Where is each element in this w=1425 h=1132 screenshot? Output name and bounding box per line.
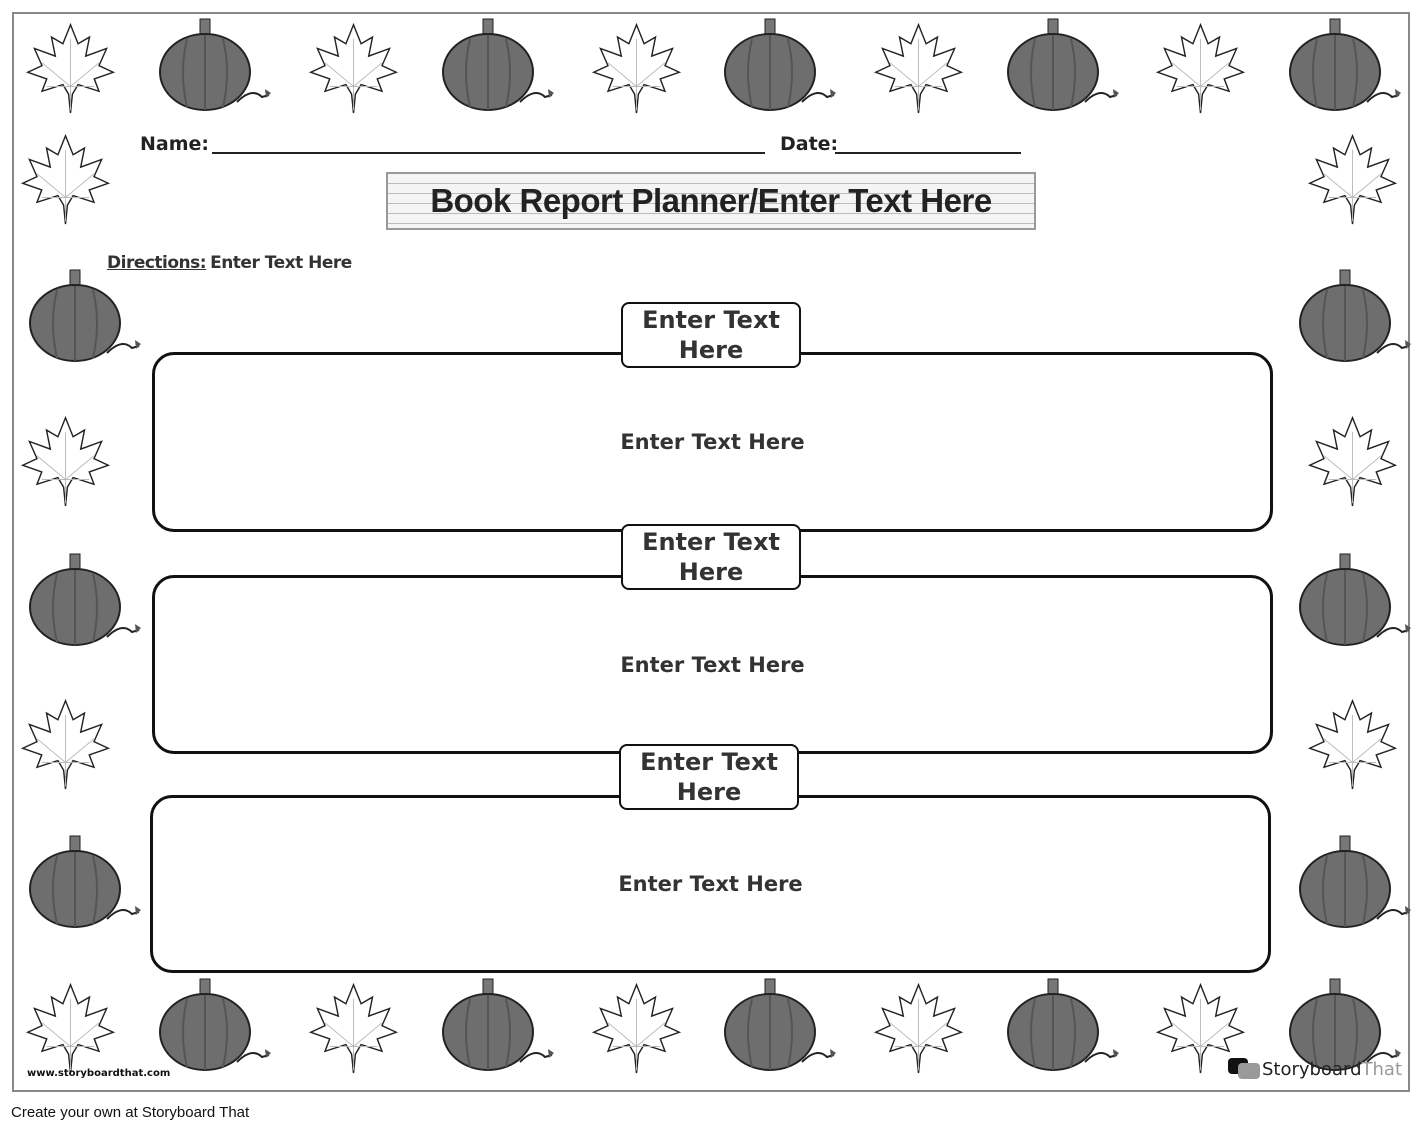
pumpkin-icon bbox=[1287, 17, 1407, 121]
maple-leaf-icon bbox=[18, 696, 113, 795]
section-3-heading[interactable]: Enter Text Here bbox=[619, 744, 799, 810]
maple-leaf-icon bbox=[871, 20, 966, 119]
pumpkin-icon bbox=[27, 552, 147, 656]
pumpkin-icon bbox=[722, 977, 842, 1081]
maple-leaf-icon bbox=[306, 980, 401, 1079]
speech-bubbles-icon bbox=[1228, 1058, 1260, 1079]
maple-leaf-icon bbox=[1153, 20, 1248, 119]
maple-leaf-icon bbox=[871, 980, 966, 1079]
date-label: Date: bbox=[780, 133, 839, 155]
pumpkin-icon bbox=[1297, 268, 1417, 372]
pumpkin-icon bbox=[157, 17, 277, 121]
section-1-box[interactable]: Enter Text Here bbox=[152, 352, 1273, 532]
maple-leaf-icon bbox=[589, 20, 684, 119]
pumpkin-icon bbox=[1005, 17, 1125, 121]
maple-leaf-icon bbox=[23, 980, 118, 1079]
pumpkin-icon bbox=[1287, 977, 1407, 1081]
pumpkin-icon bbox=[722, 17, 842, 121]
name-label: Name: bbox=[140, 133, 210, 155]
pumpkin-icon bbox=[157, 977, 277, 1081]
section-2-heading[interactable]: Enter Text Here bbox=[621, 524, 801, 590]
maple-leaf-icon bbox=[23, 20, 118, 119]
maple-leaf-icon bbox=[306, 20, 401, 119]
pumpkin-icon bbox=[440, 977, 560, 1081]
pumpkin-icon bbox=[1005, 977, 1125, 1081]
date-field[interactable] bbox=[835, 152, 1021, 154]
pumpkin-icon bbox=[27, 834, 147, 938]
maple-leaf-icon bbox=[18, 413, 113, 512]
pumpkin-icon bbox=[440, 17, 560, 121]
maple-leaf-icon bbox=[1305, 131, 1400, 230]
maple-leaf-icon bbox=[1305, 413, 1400, 512]
directions-text: Enter Text Here bbox=[210, 253, 352, 273]
directions-label: Directions: bbox=[107, 253, 207, 273]
name-field[interactable] bbox=[212, 152, 765, 154]
pumpkin-icon bbox=[1297, 552, 1417, 656]
maple-leaf-icon bbox=[589, 980, 684, 1079]
section-2-box[interactable]: Enter Text Here bbox=[152, 575, 1273, 754]
site-url: www.storyboardthat.com bbox=[27, 1068, 171, 1079]
page-title[interactable]: Book Report Planner/Enter Text Here bbox=[386, 172, 1036, 230]
maple-leaf-icon bbox=[1305, 696, 1400, 795]
worksheet-page bbox=[12, 12, 1410, 1092]
maple-leaf-icon bbox=[1153, 980, 1248, 1079]
section-3-box[interactable]: Enter Text Here bbox=[150, 795, 1271, 973]
section-1-heading[interactable]: Enter Text Here bbox=[621, 302, 801, 368]
footer-text: Create your own at Storyboard That bbox=[11, 1104, 250, 1121]
maple-leaf-icon bbox=[18, 131, 113, 230]
pumpkin-icon bbox=[1297, 834, 1417, 938]
directions[interactable]: Directions:Enter Text Here bbox=[107, 253, 352, 273]
pumpkin-icon bbox=[27, 268, 147, 372]
